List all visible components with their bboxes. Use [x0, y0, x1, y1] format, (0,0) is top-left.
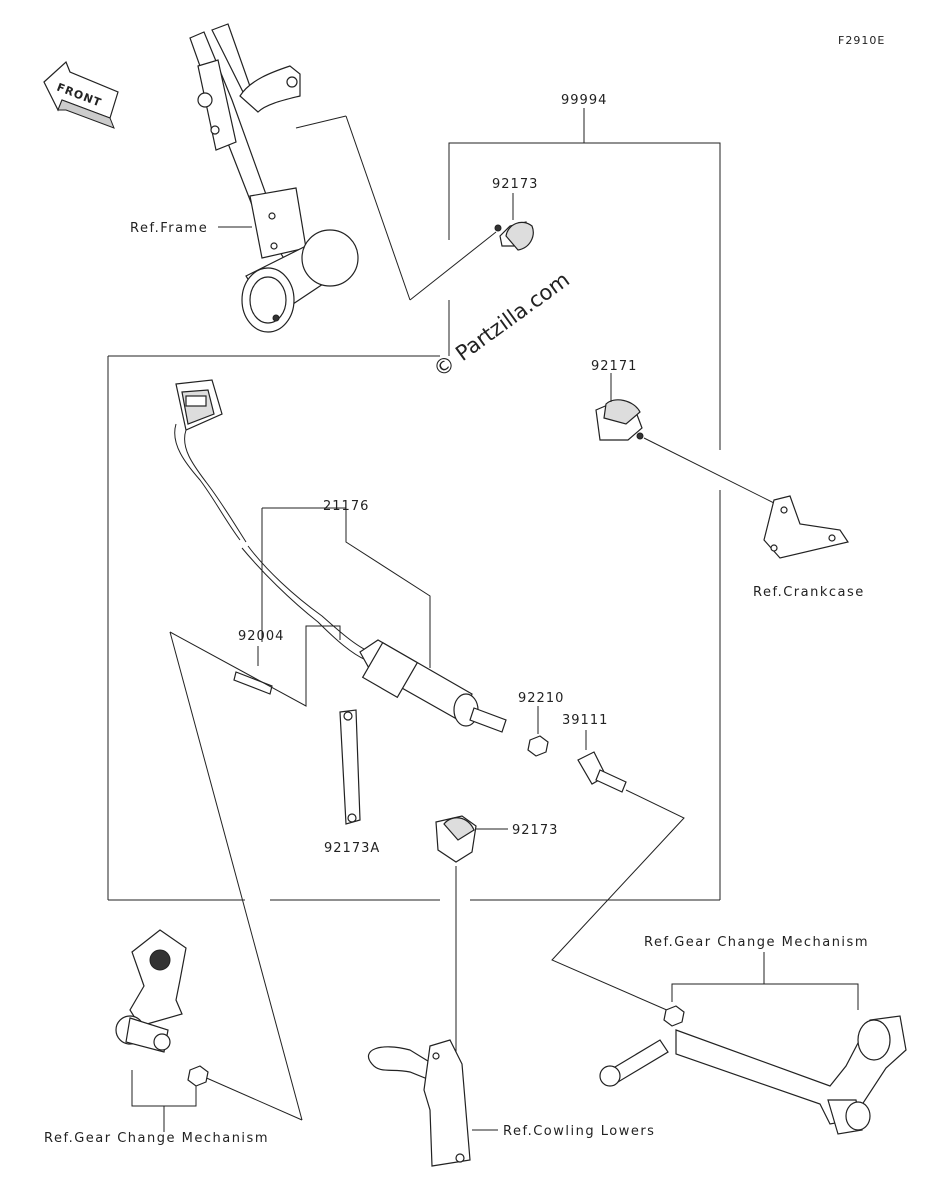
front-arrow-icon: FRONT [43, 60, 119, 129]
clamp-92173-bottom [435, 815, 477, 863]
part-label-92210: 92210 [518, 691, 564, 706]
ref-gear-change-left: Ref.Gear Change Mechanism [44, 1131, 269, 1146]
part-label-92173-bottom: 92173 [512, 823, 558, 838]
sensor-21176 [359, 639, 507, 733]
part-label-92173-top: 92173 [492, 177, 538, 192]
part-label-21176: 21176 [323, 499, 369, 514]
gear-change-left [115, 929, 209, 1087]
ref-gear-change-right: Ref.Gear Change Mechanism [644, 935, 869, 950]
diagram-code: F2910E [838, 34, 885, 47]
part-label-92171: 92171 [591, 359, 637, 374]
stud-92004 [233, 671, 273, 695]
ref-crankcase: Ref.Crankcase [753, 585, 865, 600]
rod-end-39111 [577, 751, 627, 793]
ref-frame: Ref.Frame [130, 221, 208, 236]
ref-cowling-lowers: Ref.Cowling Lowers [503, 1124, 655, 1139]
crankcase-bracket [763, 495, 849, 559]
part-label-92173a: 92173A [324, 841, 380, 856]
clamp-92171 [595, 399, 644, 441]
part-label-99994: 99994 [561, 93, 607, 108]
watermark: © Partzilla.com [429, 267, 574, 382]
cowling-bracket [367, 1039, 471, 1167]
assembly-box-99994 [107, 108, 721, 901]
strap-92173a [339, 709, 361, 825]
part-label-39111: 39111 [562, 713, 608, 728]
gear-change-right [599, 1005, 907, 1135]
connector [175, 379, 223, 431]
part-label-92004: 92004 [238, 629, 284, 644]
frame-bracket [189, 23, 497, 333]
nut-92210 [527, 735, 549, 757]
clamp-92173-top [494, 221, 534, 251]
